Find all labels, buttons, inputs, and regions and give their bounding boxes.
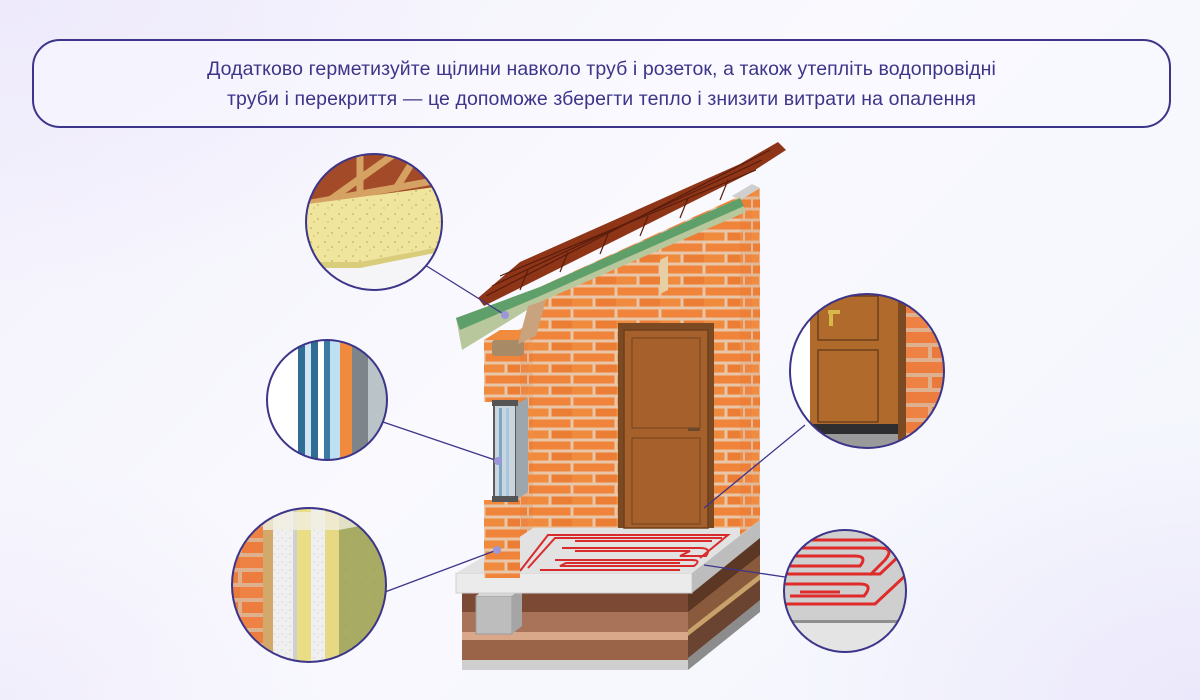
roof-pointer-dot [501,311,509,319]
door [618,323,714,529]
foundation-soil [462,535,760,670]
callout-door-seal [789,293,945,449]
floor-heating-pipes [519,534,731,572]
callout-roof-insulation [305,153,443,291]
window-pointer-dot [494,457,502,465]
callout-wall-insulation [231,507,387,663]
callout-lines [382,264,806,593]
callout-dots [493,311,509,554]
floor-slab [455,520,760,594]
callout-window-glazing [266,339,388,461]
wall-pointer-dot [493,546,501,554]
tip-banner: Додатково герметизуйте щілини навколо тр… [32,39,1171,128]
tip-text-line-1: Додатково герметизуйте щілини навколо тр… [207,57,996,80]
tip-text: Додатково герметизуйте щілини навколо тр… [207,54,996,114]
window [492,398,528,502]
house-cutaway [455,142,786,670]
callout-floor-heating [783,529,907,653]
roof [456,142,786,356]
tip-text-line-2: труби і перекриття — це допоможе зберегт… [226,87,976,110]
